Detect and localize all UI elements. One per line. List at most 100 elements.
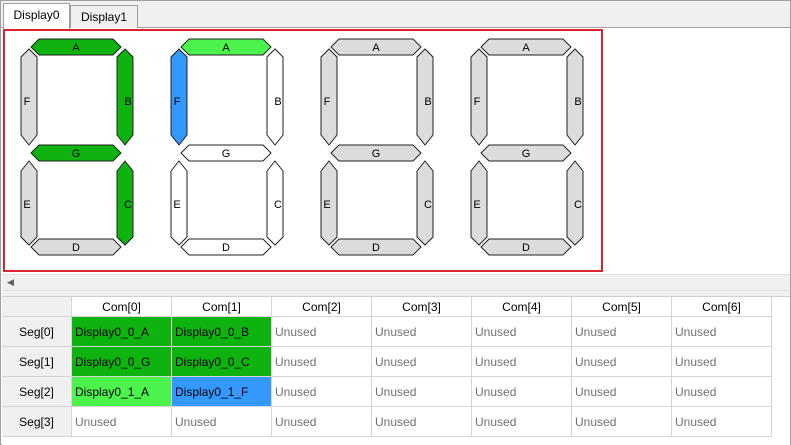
column-header[interactable]: Com[3]: [372, 297, 472, 317]
segment-label: A: [72, 42, 80, 54]
grid-cell[interactable]: Unused: [272, 317, 372, 347]
segment-b[interactable]: [416, 48, 434, 146]
grid-cell[interactable]: Unused: [372, 377, 472, 407]
segment-a[interactable]: [30, 38, 122, 56]
segment-d[interactable]: [480, 238, 572, 256]
column-header[interactable]: Com[2]: [272, 297, 372, 317]
segment-label: F: [24, 96, 31, 108]
grid-cell[interactable]: Unused: [472, 347, 572, 377]
segment-b[interactable]: [566, 48, 584, 146]
segment-e[interactable]: [170, 160, 188, 246]
segment-label: A: [522, 42, 530, 54]
row-header[interactable]: Seg[2]: [2, 377, 72, 407]
segment-mapping-grid: Com[0]Com[1]Com[2]Com[3]Com[4]Com[5]Com[…: [2, 297, 790, 445]
segment-c[interactable]: [566, 160, 584, 246]
segment-label: B: [574, 96, 581, 108]
display-selection-frame: [3, 29, 603, 272]
segment-g[interactable]: [180, 144, 272, 162]
grid-cell[interactable]: Unused: [572, 317, 672, 347]
row-header[interactable]: Seg[1]: [2, 347, 72, 377]
segment-label: G: [372, 148, 381, 160]
grid-cell[interactable]: Unused: [272, 347, 372, 377]
segment-label: A: [372, 42, 380, 54]
grid-cell[interactable]: Unused: [372, 317, 472, 347]
segment-label: A: [222, 42, 230, 54]
grid-cell[interactable]: Display0_0_G: [72, 347, 172, 377]
segment-g[interactable]: [480, 144, 572, 162]
segment-label: D: [372, 242, 380, 254]
grid-cell[interactable]: Display0_0_C: [172, 347, 272, 377]
horizontal-scrollbar[interactable]: ◀: [2, 274, 790, 291]
grid-cell[interactable]: Unused: [572, 377, 672, 407]
grid-cell[interactable]: Display0_0_A: [72, 317, 172, 347]
segment-f[interactable]: [20, 48, 38, 146]
segment-e[interactable]: [20, 160, 38, 246]
segment-label: F: [174, 96, 181, 108]
tab-display0[interactable]: Display0: [3, 3, 70, 29]
pane-splitter[interactable]: [2, 291, 790, 297]
segment-label: C: [574, 199, 582, 211]
grid-cell[interactable]: Unused: [672, 407, 772, 437]
segment-a[interactable]: [180, 38, 272, 56]
segment-d[interactable]: [180, 238, 272, 256]
segment-label: D: [522, 242, 530, 254]
segment-label: B: [274, 96, 281, 108]
segment-c[interactable]: [266, 160, 284, 246]
segment-label: G: [222, 148, 231, 160]
grid-cell[interactable]: Unused: [272, 407, 372, 437]
segment-d[interactable]: [330, 238, 422, 256]
grid-cell[interactable]: Unused: [672, 317, 772, 347]
row-header[interactable]: Seg[0]: [2, 317, 72, 347]
column-header[interactable]: Com[5]: [572, 297, 672, 317]
grid-cell[interactable]: Unused: [572, 407, 672, 437]
grid-cell[interactable]: Unused: [72, 407, 172, 437]
segment-a[interactable]: [330, 38, 422, 56]
segment-label: B: [124, 96, 131, 108]
segment-b[interactable]: [266, 48, 284, 146]
grid-cell[interactable]: Display0_0_B: [172, 317, 272, 347]
segment-f[interactable]: [170, 48, 188, 146]
segment-e[interactable]: [470, 160, 488, 246]
segment-d[interactable]: [30, 238, 122, 256]
column-header[interactable]: Com[4]: [472, 297, 572, 317]
grid-cell[interactable]: Unused: [472, 317, 572, 347]
tab-bar: Display0 Display1: [1, 1, 790, 29]
segment-c[interactable]: [416, 160, 434, 246]
segment-b[interactable]: [116, 48, 134, 146]
column-header[interactable]: Com[0]: [72, 297, 172, 317]
segment-g[interactable]: [30, 144, 122, 162]
tab-display1[interactable]: Display1: [70, 5, 138, 29]
grid-corner: [2, 297, 72, 317]
segment-f[interactable]: [470, 48, 488, 146]
grid-cell[interactable]: Unused: [272, 377, 372, 407]
grid-cell[interactable]: Display0_1_F: [172, 377, 272, 407]
column-header[interactable]: Com[1]: [172, 297, 272, 317]
grid-cell[interactable]: Unused: [572, 347, 672, 377]
segment-f[interactable]: [320, 48, 338, 146]
segment-label: G: [72, 148, 81, 160]
grid-cell[interactable]: Unused: [672, 377, 772, 407]
scroll-left-icon[interactable]: ◀: [7, 277, 14, 287]
column-header[interactable]: Com[6]: [672, 297, 772, 317]
segment-label: C: [124, 199, 132, 211]
grid-cell[interactable]: Display0_1_A: [72, 377, 172, 407]
grid-cell[interactable]: Unused: [672, 347, 772, 377]
segment-a[interactable]: [480, 38, 572, 56]
row-header[interactable]: Seg[3]: [2, 407, 72, 437]
grid-cell[interactable]: Unused: [372, 347, 472, 377]
grid-cell[interactable]: Unused: [172, 407, 272, 437]
grid-cell[interactable]: Unused: [472, 407, 572, 437]
segment-label: E: [23, 199, 30, 211]
segment-c[interactable]: [116, 160, 134, 246]
segment-label: B: [424, 96, 431, 108]
segment-label: E: [323, 199, 330, 211]
segment-label: C: [424, 199, 432, 211]
segment-e[interactable]: [320, 160, 338, 246]
segment-label: D: [222, 242, 230, 254]
grid-cell[interactable]: Unused: [372, 407, 472, 437]
grid-cell[interactable]: Unused: [472, 377, 572, 407]
segment-g[interactable]: [330, 144, 422, 162]
